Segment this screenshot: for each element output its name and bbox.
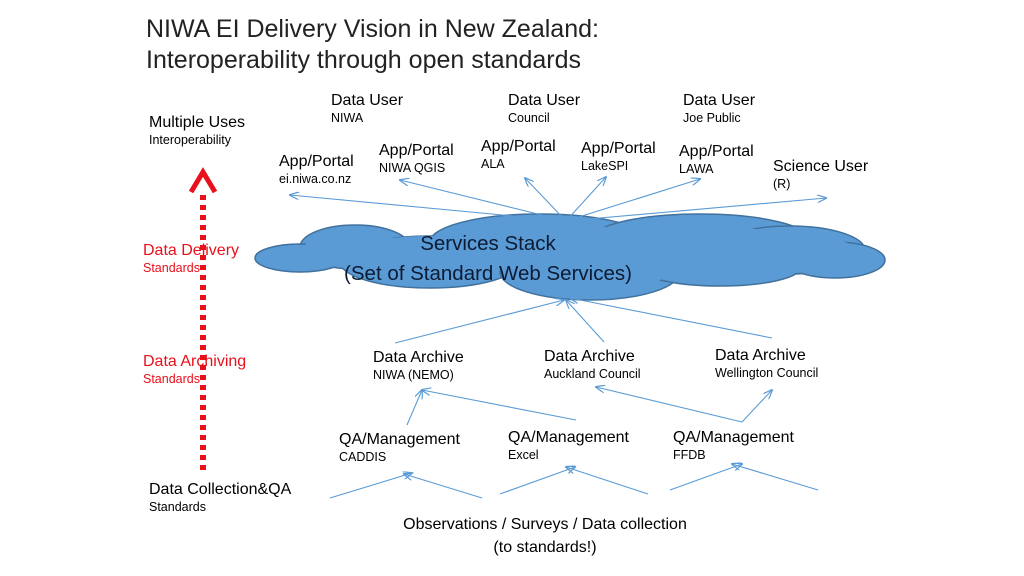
archive-label: Data Archive (715, 347, 806, 364)
portal-lawa: App/Portal LAWA (679, 142, 754, 177)
qa-label: QA/Management (339, 431, 460, 448)
qa-caddis: QA/Management CADDIS (339, 430, 460, 465)
slide-title: NIWA EI Delivery Vision in New Zealand: … (146, 14, 599, 76)
data-user-sub: NIWA (331, 111, 364, 125)
portal-sub: LakeSPI (581, 159, 629, 173)
services-stack-label: Services Stack (Set of Standard Web Serv… (328, 229, 648, 289)
archive-label: Data Archive (373, 349, 464, 366)
observations-label: Observations / Surveys / Data collection… (360, 513, 730, 559)
title-line-2: Interoperability through open standards (146, 46, 582, 74)
data-user-joe-public: Data User Joe Public (683, 91, 755, 126)
science-user-sub: (R) (773, 177, 791, 191)
observations-title: Observations / Surveys / Data collection (403, 516, 687, 533)
services-stack-sub: (Set of Standard Web Services) (344, 262, 632, 285)
archive-sub: NIWA (NEMO) (373, 368, 454, 382)
archive-wellington-council: Data Archive Wellington Council (715, 346, 818, 381)
multiple-uses-sub: Interoperability (149, 133, 231, 147)
science-user: Science User (R) (773, 157, 868, 192)
multiple-uses-label: Multiple Uses Interoperability (149, 113, 245, 148)
standards-progression-arrow (188, 167, 218, 470)
data-collection-title: Data Collection&QA (149, 481, 292, 498)
archive-sub: Wellington Council (715, 366, 819, 380)
data-delivery-title: Data Delivery (143, 242, 240, 259)
data-user-label: Data User (508, 92, 581, 109)
portal-label: App/Portal (581, 140, 656, 157)
data-user-niwa: Data User NIWA (331, 91, 403, 126)
qa-sub: CADDIS (339, 450, 387, 464)
science-user-label: Science User (773, 158, 869, 175)
portal-label: App/Portal (679, 143, 754, 160)
archive-arrows (394, 298, 773, 344)
portal-ala: App/Portal ALA (481, 137, 556, 172)
portal-ei-niwa: App/Portal ei.niwa.co.nz (279, 152, 354, 187)
portal-label: App/Portal (379, 142, 454, 159)
multiple-uses-title: Multiple Uses (149, 114, 246, 131)
qa-excel: QA/Management Excel (508, 428, 629, 463)
data-archiving-sub: Standards (143, 372, 200, 386)
portal-lakespi: App/Portal LakeSPI (581, 139, 656, 174)
archive-label: Data Archive (544, 348, 635, 365)
portal-label: App/Portal (279, 153, 354, 170)
portal-sub: LAWA (679, 162, 714, 176)
data-user-sub: Joe Public (683, 111, 741, 125)
archive-auckland-council: Data Archive Auckland Council (544, 347, 641, 382)
qa-arrows (406, 387, 772, 426)
qa-label: QA/Management (673, 429, 794, 446)
data-user-sub: Council (508, 111, 550, 125)
archive-sub: Auckland Council (544, 367, 641, 381)
data-collection-label: Data Collection&QA Standards (149, 480, 291, 515)
qa-sub: Excel (508, 448, 539, 462)
data-user-council: Data User Council (508, 91, 580, 126)
title-line-1: NIWA EI Delivery Vision in New Zealand: (146, 15, 599, 43)
portal-sub: ei.niwa.co.nz (279, 172, 352, 186)
data-user-label: Data User (683, 92, 756, 109)
data-user-label: Data User (331, 92, 404, 109)
archive-niwa-nemo: Data Archive NIWA (NEMO) (373, 348, 464, 383)
data-collection-sub: Standards (149, 500, 206, 514)
data-archiving-title: Data Archiving (143, 353, 247, 370)
portal-arrows (290, 177, 826, 222)
qa-sub: FFDB (673, 448, 706, 462)
portal-label: App/Portal (481, 138, 556, 155)
portal-niwa-qgis: App/Portal NIWA QGIS (379, 141, 454, 176)
portal-sub: ALA (481, 157, 505, 171)
data-archiving-label: Data Archiving Standards (143, 352, 246, 387)
data-delivery-label: Data Delivery Standards (143, 241, 239, 276)
portal-sub: NIWA QGIS (379, 161, 446, 175)
services-stack-title: Services Stack (420, 232, 556, 255)
qa-ffdb: QA/Management FFDB (673, 428, 794, 463)
qa-label: QA/Management (508, 429, 629, 446)
observations-sub: (to standards!) (493, 539, 597, 556)
data-delivery-sub: Standards (143, 261, 200, 275)
observation-arrows (329, 464, 819, 499)
